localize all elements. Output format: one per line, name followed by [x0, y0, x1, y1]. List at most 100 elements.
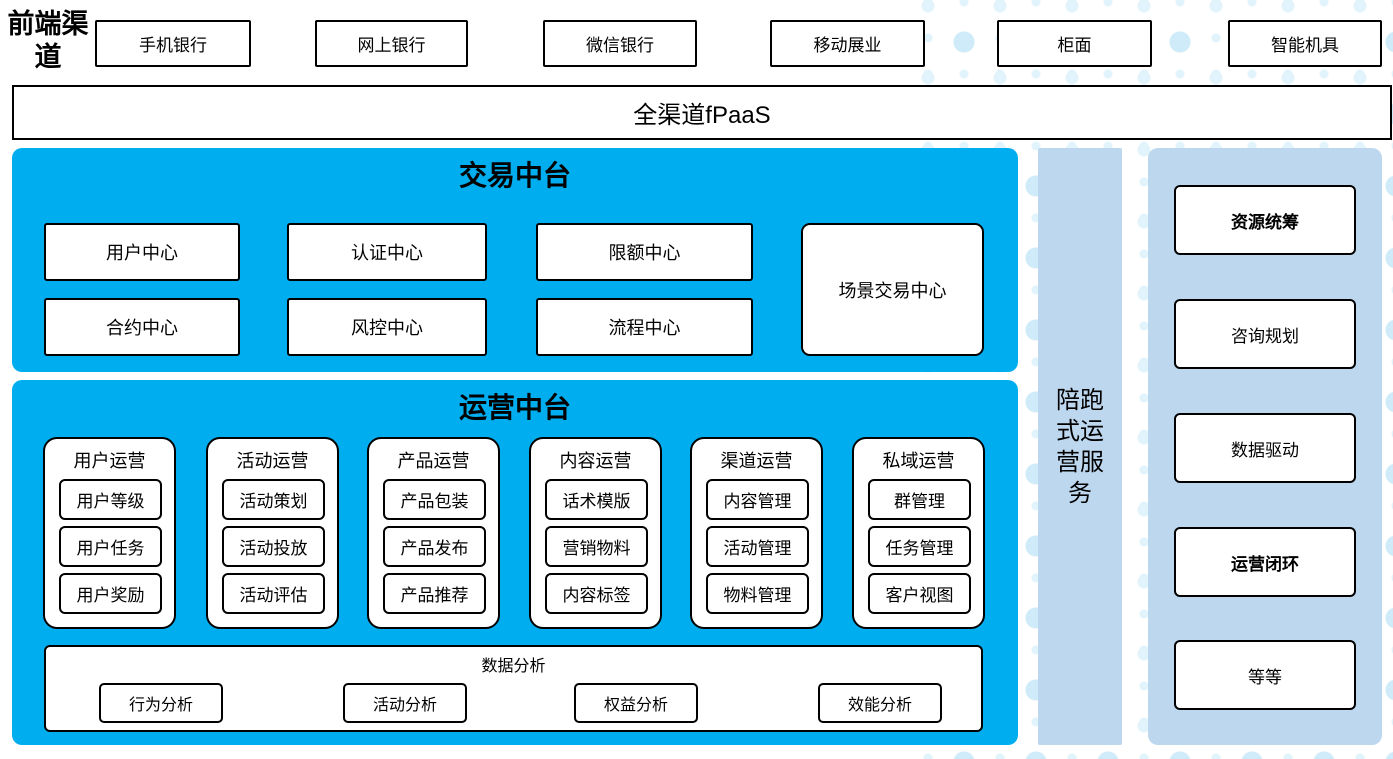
center-box-user: 用户中心 [44, 223, 240, 281]
service-box-label: 资源统筹 [1231, 212, 1299, 232]
group-item-label: 产品包装 [400, 492, 469, 511]
center-box-auth: 认证中心 [287, 223, 487, 281]
group-title: 活动运营 [236, 451, 309, 471]
channel-label: 移动展业 [813, 36, 882, 55]
front-channels-label: 前端渠道 [7, 9, 89, 72]
group-item: 活动管理 [706, 526, 809, 567]
channel-box-wechat-banking: 微信银行 [543, 20, 697, 67]
service-box-etc: 等等 [1174, 640, 1356, 710]
group-item-label: 产品推荐 [400, 586, 469, 605]
companion-service-rail: 陪跑式运营服务 [1038, 148, 1122, 745]
group-item: 话术模版 [545, 479, 648, 520]
service-box-label: 运营闭环 [1231, 554, 1299, 574]
analytics-item-label: 行为分析 [128, 697, 193, 714]
group-item: 活动投放 [222, 526, 325, 567]
group-item-label: 用户等级 [76, 492, 145, 511]
center-box-process: 流程中心 [536, 298, 753, 356]
center-label: 风控中心 [351, 318, 423, 338]
channel-label: 手机银行 [139, 36, 207, 55]
operation-platform-title: 运营中台 [458, 393, 571, 424]
group-item-label: 活动评估 [239, 586, 308, 605]
group-product-operation: 产品运营 产品包装 产品发布 产品推荐 [367, 437, 500, 629]
group-item-label: 用户任务 [76, 539, 145, 558]
service-box-consulting: 咨询规划 [1174, 299, 1356, 369]
group-title: 用户运营 [73, 451, 146, 471]
channel-label: 微信银行 [586, 36, 654, 55]
group-item: 活动评估 [222, 573, 325, 614]
channel-box-online-banking: 网上银行 [315, 20, 468, 67]
group-item: 物料管理 [706, 573, 809, 614]
group-item-label: 任务管理 [885, 539, 954, 558]
analytics-item: 权益分析 [574, 683, 698, 723]
group-item-label: 话术模版 [562, 492, 631, 511]
group-item: 内容管理 [706, 479, 809, 520]
center-label: 限额中心 [608, 243, 681, 263]
channel-box-mobile-banking: 手机银行 [95, 20, 251, 67]
transaction-platform-panel: 交易中台 用户中心 认证中心 限额中心 合约中心 风控中心 流程中心 场景交易中… [12, 148, 1018, 372]
group-item-label: 活动投放 [239, 539, 308, 558]
operation-platform-panel: 运营中台 用户运营 用户等级 用户任务 用户奖励 活动运营 活动策划 活动投放 … [12, 380, 1018, 745]
center-label: 用户中心 [106, 243, 178, 263]
center-box-contract: 合约中心 [44, 298, 240, 356]
center-label: 认证中心 [351, 243, 423, 263]
channel-label: 网上银行 [357, 36, 426, 55]
group-item-label: 物料管理 [723, 586, 792, 605]
group-item: 群管理 [868, 479, 971, 520]
group-item: 用户等级 [59, 479, 162, 520]
channel-box-mobile-outreach: 移动展业 [770, 20, 925, 67]
group-title: 渠道运营 [720, 451, 793, 471]
analytics-item-label: 活动分析 [372, 697, 437, 714]
center-box-risk: 风控中心 [287, 298, 487, 356]
channel-label: 智能机具 [1271, 36, 1339, 55]
channel-box-counter: 柜面 [997, 20, 1152, 67]
center-label: 合约中心 [106, 318, 178, 338]
service-box-label: 数据驱动 [1231, 440, 1299, 460]
group-item: 活动策划 [222, 479, 325, 520]
center-label: 场景交易中心 [838, 280, 947, 301]
service-box-label: 等等 [1248, 667, 1282, 687]
group-item: 用户任务 [59, 526, 162, 567]
group-item-label: 活动管理 [723, 539, 792, 558]
data-analytics-title: 数据分析 [481, 658, 546, 675]
fpaas-label: 全渠道fPaaS [633, 102, 771, 129]
analytics-item-label: 效能分析 [847, 697, 912, 714]
center-label: 流程中心 [608, 318, 681, 338]
fpaas-bar: 全渠道fPaaS [12, 85, 1392, 140]
analytics-item-label: 权益分析 [603, 697, 668, 714]
group-item: 内容标签 [545, 573, 648, 614]
group-title: 产品运营 [397, 451, 470, 471]
group-item: 产品发布 [383, 526, 486, 567]
group-item-label: 群管理 [894, 492, 945, 511]
group-item-label: 内容标签 [562, 586, 631, 605]
group-content-operation: 内容运营 话术模版 营销物料 内容标签 [529, 437, 662, 629]
analytics-item: 行为分析 [99, 683, 223, 723]
group-user-operation: 用户运营 用户等级 用户任务 用户奖励 [43, 437, 176, 629]
group-private-domain-operation: 私域运营 群管理 任务管理 客户视图 [852, 437, 985, 629]
group-item-label: 活动策划 [239, 492, 308, 511]
group-item: 任务管理 [868, 526, 971, 567]
service-box-operation-loop: 运营闭环 [1174, 527, 1356, 597]
companion-service-label: 陪跑式运营服务 [1056, 386, 1104, 507]
transaction-platform-title: 交易中台 [458, 161, 571, 192]
analytics-item: 效能分析 [818, 683, 942, 723]
center-box-scene-transaction: 场景交易中心 [801, 223, 984, 356]
group-item: 用户奖励 [59, 573, 162, 614]
group-activity-operation: 活动运营 活动策划 活动投放 活动评估 [206, 437, 339, 629]
group-item: 产品包装 [383, 479, 486, 520]
service-box-label: 咨询规划 [1231, 326, 1299, 346]
service-panel: 资源统筹 咨询规划 数据驱动 运营闭环 等等 [1148, 148, 1382, 745]
data-analytics-box: 数据分析 行为分析 活动分析 权益分析 效能分析 [44, 645, 983, 732]
group-item-label: 客户视图 [885, 586, 954, 605]
group-item-label: 内容管理 [723, 492, 792, 511]
group-channel-operation: 渠道运营 内容管理 活动管理 物料管理 [690, 437, 823, 629]
channel-box-smart-devices: 智能机具 [1228, 20, 1382, 67]
group-item: 客户视图 [868, 573, 971, 614]
center-box-limit: 限额中心 [536, 223, 753, 281]
group-title: 私域运营 [882, 451, 955, 471]
service-box-data-driven: 数据驱动 [1174, 413, 1356, 483]
group-title: 内容运营 [559, 451, 632, 471]
group-item-label: 营销物料 [562, 539, 631, 558]
analytics-item: 活动分析 [343, 683, 467, 723]
group-item: 营销物料 [545, 526, 648, 567]
group-item-label: 用户奖励 [76, 586, 145, 605]
